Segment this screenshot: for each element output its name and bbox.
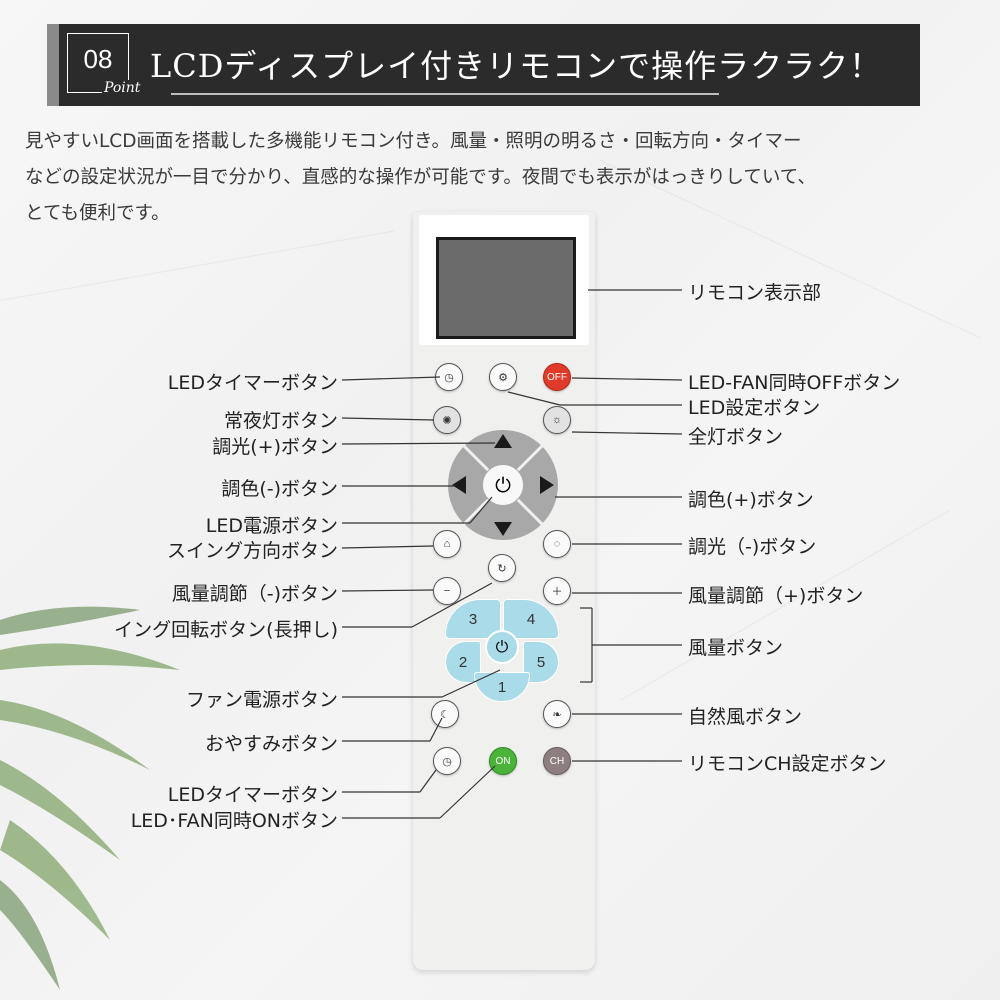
label-led-power: LED電源ボタン xyxy=(205,515,338,537)
label-display: リモコン表示部 xyxy=(688,282,822,304)
description-line: 見やすいLCD画面を搭載した多機能リモコン付き。風量・照明の明るさ・回転方向・タ… xyxy=(25,131,802,152)
point-number: 08 xyxy=(83,44,113,74)
led-timer-button[interactable]: ◷ xyxy=(435,363,463,391)
label-night-light: 常夜灯ボタン xyxy=(223,410,338,432)
on-label: ON xyxy=(495,755,511,767)
fan-plus-button[interactable]: ＋ xyxy=(543,577,571,605)
label-remote-ch: リモコンCH設定ボタン xyxy=(688,753,887,775)
page-title: LCDディスプレイ付きリモコンで操作ラクラク！ xyxy=(150,47,883,85)
sun-icon: ☼ xyxy=(551,414,563,426)
ch-label: CH xyxy=(549,755,565,767)
label-fan-power: ファン電源ボタン xyxy=(185,689,338,711)
rotate-icon: ↻ xyxy=(497,562,507,575)
label-fan-speed: 風量ボタン xyxy=(688,637,784,659)
label-full-light: 全灯ボタン xyxy=(688,426,784,448)
led-setting-button[interactable]: ⚙ xyxy=(489,363,517,391)
moon-icon: ☾ xyxy=(440,708,450,721)
label-led-fan-off: LED-FAN同時OFFボタン xyxy=(688,372,901,394)
fan-power-button[interactable]: ⏻ xyxy=(485,630,519,664)
led-timer-button-2[interactable]: ◷ xyxy=(433,747,461,775)
power-icon: ⏻ xyxy=(495,637,509,656)
sleep-button[interactable]: ☾ xyxy=(431,700,459,728)
rotation-button[interactable]: ↻ xyxy=(488,554,516,582)
fan-speed-label: 3 xyxy=(468,610,478,628)
led-power-button[interactable]: ⏻ xyxy=(482,464,524,506)
label-color-minus: 調色(-)ボタン xyxy=(221,478,338,500)
swing-icon: ⌂ xyxy=(443,538,451,550)
fan-speed-1-button[interactable]: 1 xyxy=(474,672,530,702)
plant-leaves-decoration xyxy=(0,606,180,990)
point-word: Point xyxy=(102,80,143,96)
natural-wind-button[interactable]: ❧ xyxy=(543,700,571,728)
off-label: OFF xyxy=(547,371,567,383)
power-icon: ⏻ xyxy=(495,473,511,497)
dim-up-button[interactable] xyxy=(483,428,523,462)
remote-ch-button[interactable]: CH xyxy=(543,747,571,775)
label-fan-plus: 風量調節（+)ボタン xyxy=(688,585,864,607)
fan-speed-label: 5 xyxy=(536,653,546,671)
label-dim-down: 調光（-)ボタン xyxy=(688,536,817,558)
dashed-circle-icon: ◌ xyxy=(553,538,561,550)
label-led-setting: LED設定ボタン xyxy=(688,397,821,419)
gear-icon: ⚙ xyxy=(498,371,508,384)
plus-icon: ＋ xyxy=(551,586,563,598)
fan-speed-pad: 3 4 2 5 1 ⏻ xyxy=(442,596,562,704)
led-fan-on-button[interactable]: ON xyxy=(489,747,517,775)
description-line: などの設定状況が一目で分かり、直感的な操作が可能です。夜間でも表示がはっきりして… xyxy=(25,167,816,188)
leaf-icon: ❧ xyxy=(552,708,562,721)
label-natural-wind: 自然風ボタン xyxy=(688,706,803,728)
point-badge: 08 Point xyxy=(67,33,143,96)
fan-speed-label: 4 xyxy=(526,610,536,628)
lcd-display xyxy=(436,237,576,339)
dim-down-button[interactable] xyxy=(483,508,523,542)
dim-sun-icon: ✺ xyxy=(442,414,452,427)
label-led-fan-on: LED･FAN同時ONボタン xyxy=(130,810,338,832)
color-plus-button[interactable] xyxy=(526,465,560,505)
night-light-button[interactable]: ✺ xyxy=(433,406,461,434)
fan-speed-label: 1 xyxy=(497,678,507,696)
lcd-frame xyxy=(419,215,589,345)
header-underline xyxy=(171,93,719,95)
label-swing-direction: スイング方向ボタン xyxy=(166,540,338,562)
label-led-timer-2: LEDタイマーボタン xyxy=(167,784,338,806)
label-dim-up: 調光(+)ボタン xyxy=(212,436,338,458)
label-sleep: おやすみボタン xyxy=(204,733,338,755)
description-line: とても便利です。 xyxy=(25,203,170,224)
full-light-button[interactable]: ☼ xyxy=(543,406,571,434)
direction-pad: ⏻ xyxy=(446,428,560,542)
label-color-plus: 調色(+)ボタン xyxy=(688,489,814,511)
fan-speed-label: 2 xyxy=(458,653,468,671)
clock-icon: ◷ xyxy=(442,755,452,768)
fan-speed-5-button[interactable]: 5 xyxy=(523,641,559,683)
clock-icon: ◷ xyxy=(444,371,454,384)
remote-control: ◷ ⚙ OFF ✺ ☼ xyxy=(413,212,595,970)
header-accent-bar xyxy=(47,24,59,106)
dim-minus-button[interactable]: ◌ xyxy=(543,530,571,558)
label-rotation: イング回転ボタン(長押し) xyxy=(114,619,338,641)
label-fan-minus: 風量調節（-)ボタン xyxy=(171,583,338,605)
label-led-timer: LEDタイマーボタン xyxy=(167,372,338,394)
section-header: 08 Point LCDディスプレイ付きリモコンで操作ラクラク！ xyxy=(47,24,920,106)
swing-direction-button[interactable]: ⌂ xyxy=(433,530,461,558)
color-minus-button[interactable] xyxy=(446,465,480,505)
feature-description: 見やすいLCD画面を搭載した多機能リモコン付き。風量・照明の明るさ・回転方向・タ… xyxy=(25,124,995,232)
led-fan-off-button[interactable]: OFF xyxy=(543,363,571,391)
